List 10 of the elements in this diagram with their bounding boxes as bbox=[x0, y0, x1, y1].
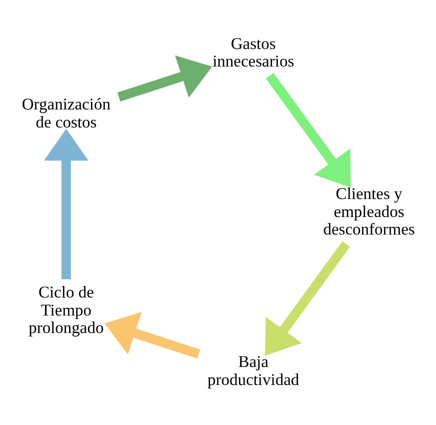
node-text: Gastos innecesarios bbox=[212, 34, 294, 70]
arrow bbox=[104, 312, 200, 358]
arrow bbox=[116, 55, 212, 102]
arrow bbox=[265, 72, 350, 188]
arrow bbox=[264, 241, 350, 356]
node-text: Baja productividad bbox=[207, 352, 299, 389]
arrow bbox=[43, 128, 88, 280]
node-text: Organización de costos bbox=[21, 94, 110, 132]
node-text: Clientes y empleados desconformes bbox=[322, 184, 414, 239]
node-text: Ciclo de Tiempo prolongado bbox=[28, 282, 104, 337]
